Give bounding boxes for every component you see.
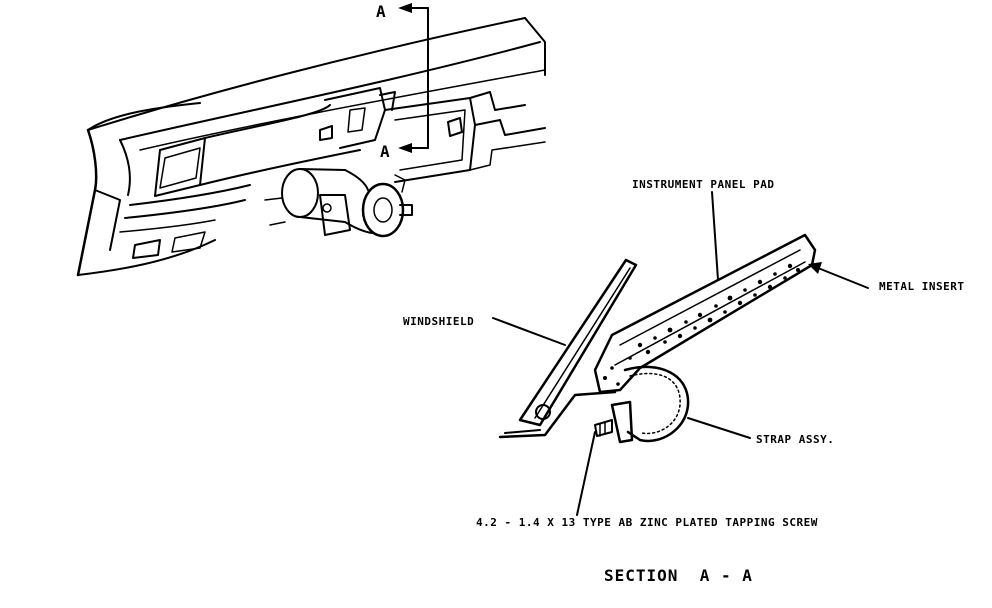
instrument-panel-illustration (76, 17, 546, 277)
label-metal-insert: METAL INSERT (879, 280, 964, 293)
section-title: SECTION A - A (604, 566, 753, 585)
label-tapping-screw: 4.2 - 1.4 X 13 TYPE AB ZINC PLATED TAPPI… (476, 516, 818, 529)
label-windshield: WINDSHIELD (403, 315, 474, 328)
section-cut-indicator (398, 3, 429, 153)
label-strap-assy: STRAP ASSY. (756, 433, 834, 446)
section-marker-top: A (376, 2, 387, 21)
pad-foam-texture (603, 263, 800, 386)
section-detail-illustration (498, 233, 817, 444)
leader-lines (492, 191, 869, 516)
label-instrument-panel-pad: INSTRUMENT PANEL PAD (632, 178, 774, 191)
section-marker-mid: A (380, 142, 391, 161)
